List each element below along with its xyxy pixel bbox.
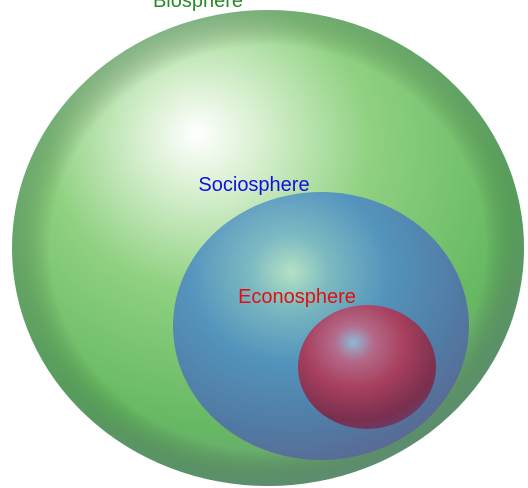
sociosphere-label: Sociosphere [198, 174, 309, 196]
econosphere-ellipse [298, 305, 436, 429]
biosphere-label: Biosphere [153, 0, 243, 12]
econosphere-label: Econosphere [238, 286, 356, 308]
